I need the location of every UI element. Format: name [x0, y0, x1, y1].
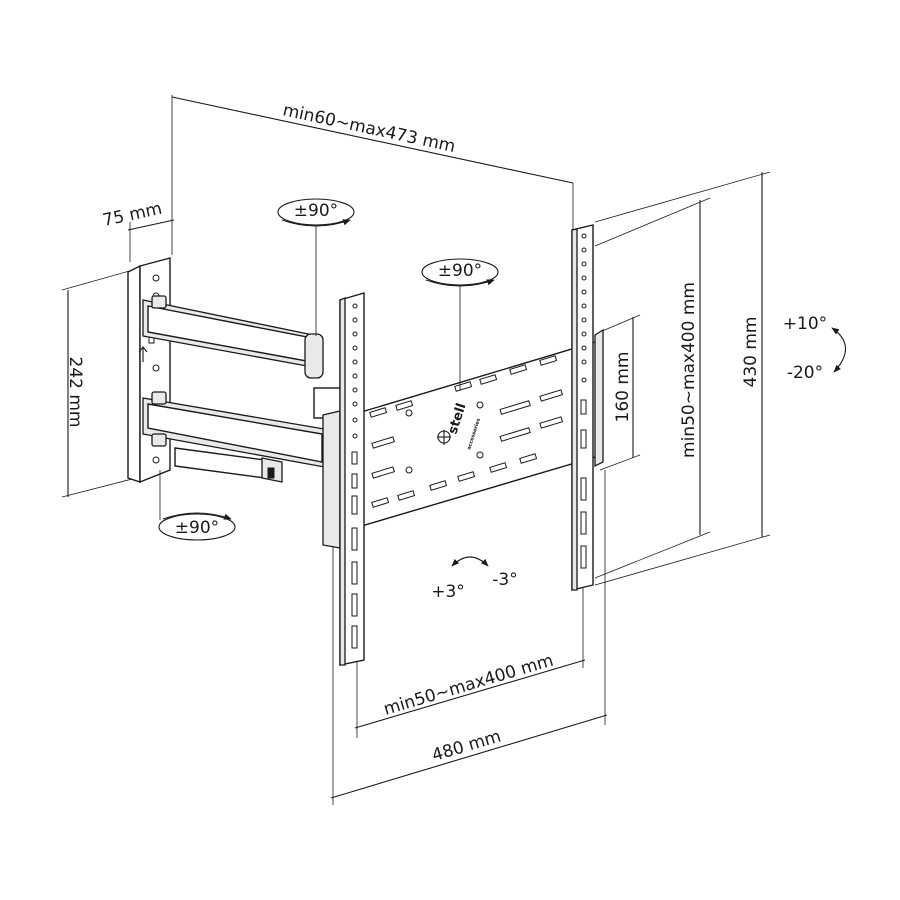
arm-extension-label: min60~max473 mm — [281, 100, 457, 157]
wall-plate — [127, 257, 171, 484]
level-minus-label: -3° — [492, 570, 517, 590]
vesa-horizontal-label: min50~max400 mm — [381, 651, 555, 720]
total-width-label: 480 mm — [430, 727, 504, 766]
plate-height-label: 160 mm — [613, 352, 633, 423]
wall-pivot-rotation-label: ±90° — [175, 518, 219, 538]
wall-plate-depth-label: 75 mm — [101, 199, 164, 231]
bracket-height-label: 430 mm — [741, 317, 761, 388]
arm-mid-rotation-label: ±90° — [438, 261, 482, 281]
vesa-plate: stell accessories — [322, 339, 603, 549]
left-rail-holes — [351, 303, 358, 649]
arm-pivot-rotation-label: ±90° — [294, 201, 338, 221]
rotation-callouts — [158, 198, 847, 567]
left-rail — [339, 292, 365, 666]
wall-plate-height-label: 242 mm — [65, 357, 85, 428]
tilt-down-label: -20° — [787, 363, 823, 383]
articulating-arms — [142, 295, 343, 483]
level-plus-label: +3° — [431, 582, 465, 602]
vesa-vertical-label: min50~max400 mm — [679, 282, 699, 458]
right-rail-holes — [580, 233, 587, 569]
dimension-lines — [61, 95, 771, 805]
slots — [369, 355, 564, 508]
tilt-up-label: +10° — [783, 314, 827, 334]
right-rail — [571, 224, 604, 591]
rotation-labels: ±90° ±90° ±90° +3° -3° +10° -20° — [175, 201, 827, 602]
